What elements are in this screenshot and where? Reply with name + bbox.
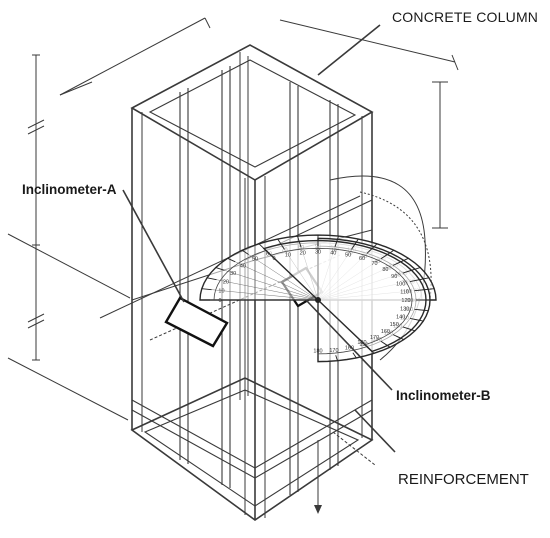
protractor-upper-tick	[380, 254, 388, 260]
protractor-upper-scale-label: 90	[391, 274, 397, 280]
protractor-pivot	[315, 297, 321, 303]
label-concrete-column: CONCRETE COLUMN	[392, 9, 538, 25]
protractor-upper-tick	[263, 248, 270, 254]
protractor-right-scale-label: 180	[313, 349, 322, 355]
protractor-lower-tick	[201, 288, 212, 291]
protractor-upper-tick	[410, 279, 420, 283]
protractor-upper-tick	[392, 334, 401, 339]
protractor-upper-scale-label: 170	[370, 335, 379, 341]
protractor-lower-ray	[235, 261, 319, 301]
protractor-upper-scale-label: 70	[372, 261, 378, 267]
protractor-upper-inner-arc	[270, 247, 413, 346]
protractor-upper-scale-label: 0	[272, 256, 275, 262]
protractor-lower-scale-label: 30	[230, 271, 236, 277]
protractor-upper	[262, 239, 427, 353]
protractor-lower-scale-label: 0	[218, 298, 221, 304]
protractor-lower-tick	[277, 238, 282, 245]
protractor-lower-scale-label: 10	[218, 289, 224, 295]
protractor-group: 0102030405060708090100110120130140150160…	[199, 234, 437, 363]
protractor-upper-scale-label: 10	[285, 253, 291, 259]
protractor-upper-scale-label: 120	[401, 298, 410, 304]
protractor-lower-scale-label: 40	[240, 263, 246, 269]
callout-leaders	[122, 24, 396, 453]
protractor-upper-tick	[366, 248, 373, 254]
protractor-upper-tick	[351, 243, 356, 250]
protractor-lower-tick	[297, 235, 300, 242]
protractor-upper-scale-label: 130	[400, 306, 409, 312]
protractor-lower-ray	[211, 289, 319, 301]
protractor-upper-tick	[410, 317, 420, 321]
label-inclinometer-a: Inclinometer-A	[22, 182, 117, 197]
dimension-lines	[7, 17, 459, 421]
protractor-upper-scale-label: 30	[315, 250, 321, 256]
protractor-upper-tick	[380, 340, 388, 346]
protractor-right-tick	[352, 352, 357, 359]
protractor-upper-scale-label: 40	[330, 250, 336, 256]
protractor-upper-tick	[366, 346, 373, 352]
protractor-upper-scale-label: 20	[300, 250, 306, 256]
protractor-lower-ray	[216, 279, 319, 301]
protractor-upper-tick	[392, 261, 401, 266]
protractor-right-scale-label: 150	[359, 342, 368, 348]
protractor-lower-scale-label: 20	[223, 280, 229, 286]
protractor-upper-tick	[414, 289, 425, 292]
label-reinforcement: REINFORCEMENT	[398, 471, 529, 488]
protractor-lower-ray	[224, 270, 319, 301]
label-inclinometer-b: Inclinometer-B	[396, 388, 491, 403]
protractor-upper-scale-label: 140	[396, 315, 405, 321]
protractor-lower-tick	[227, 257, 236, 263]
protractor-upper-tick	[334, 241, 338, 248]
protractor-upper-scale-label: 150	[390, 322, 399, 328]
protractor-lower-tick	[258, 243, 265, 249]
protractor-upper-scale-label: 160	[381, 329, 390, 335]
protractor-lower-ray	[248, 254, 319, 301]
protractor-upper-tick	[402, 269, 412, 274]
protractor-lower-tick	[207, 277, 217, 281]
protractor-lower-tick	[241, 249, 249, 255]
protractor-upper-tick	[298, 241, 302, 248]
protractor-right-scale-label: 170	[329, 348, 338, 354]
protractor-upper-scale-label: 60	[359, 256, 365, 262]
protractor-upper-tick	[414, 308, 425, 311]
protractor-upper-scale-label: 110	[400, 290, 409, 296]
protractor-upper-scale-label: 50	[345, 253, 351, 259]
protractor-upper-scale-label: 180	[357, 340, 366, 346]
protractor-upper-scale-label: 80	[382, 267, 388, 273]
protractor-lower-scale-label: 60	[266, 251, 272, 257]
protractor-right-tick	[335, 355, 338, 361]
protractor-upper-tick	[280, 243, 285, 250]
protractor-lower-scale-label: 50	[252, 257, 258, 263]
protractor-lower-tick	[215, 267, 225, 271]
inclinometer-a-box	[164, 296, 229, 348]
protractor-upper-scale-label: 100	[396, 281, 405, 287]
protractor-upper-tick	[402, 326, 412, 331]
protractor-right-scale-label: 160	[345, 346, 354, 352]
